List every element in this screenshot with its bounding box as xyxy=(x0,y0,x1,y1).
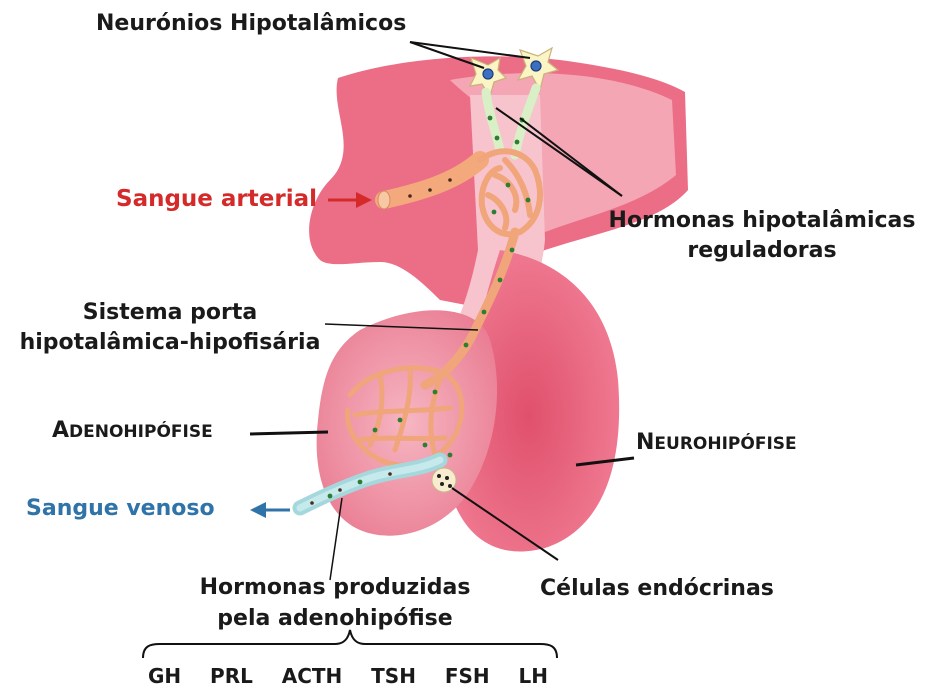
regulating-line-1: Hormonas hipotalâmicas xyxy=(592,206,932,236)
regulating-hormones-label: Hormonas hipotalâmicas reguladoras xyxy=(592,206,932,266)
neuro-initial: N xyxy=(636,430,654,455)
neurons-pointer-2 xyxy=(410,42,530,58)
arterial-blood-label: Sangue arterial xyxy=(116,186,317,212)
adeno-initial: A xyxy=(52,418,69,443)
regulating-line-2: reguladoras xyxy=(592,236,932,266)
adeno-rest: DENOHIPÓFISE xyxy=(69,422,213,442)
hormone-tsh: TSH xyxy=(371,664,416,688)
venous-arrow xyxy=(250,502,290,518)
hormone-lh: LH xyxy=(519,664,548,688)
neurohypophysis-label: NEUROHIPÓFISE xyxy=(636,430,797,455)
hormone-prl: PRL xyxy=(210,664,253,688)
arterial-opening xyxy=(378,191,390,209)
hormone-list: GH PRL ACTH TSH FSH LH xyxy=(148,664,548,688)
hormone-fsh: FSH xyxy=(445,664,490,688)
produced-line-2: pela adenohipófise xyxy=(165,603,505,634)
produced-line-1: Hormonas produzidas xyxy=(165,572,505,603)
hormones-brace xyxy=(143,630,557,658)
neuro-rest: EUROHIPÓFISE xyxy=(654,434,796,454)
endocrine-cells-label: Células endócrinas xyxy=(540,576,774,601)
adeno-pointer xyxy=(250,432,328,434)
portal-system-label: Sistema porta hipotalâmica-hipofisária xyxy=(16,298,324,358)
neurons-label: Neurónios Hipotalâmicos xyxy=(96,11,406,36)
hormone-gh: GH xyxy=(148,664,181,688)
hormone-acth: ACTH xyxy=(282,664,343,688)
venous-blood-label: Sangue venoso xyxy=(26,496,215,521)
adenohypophysis-label: ADENOHIPÓFISE xyxy=(52,418,213,443)
portal-line-1: Sistema porta xyxy=(16,298,324,328)
produced-hormones-label: Hormonas produzidas pela adenohipófise xyxy=(165,572,505,634)
portal-line-2: hipotalâmica-hipofisária xyxy=(16,328,324,358)
